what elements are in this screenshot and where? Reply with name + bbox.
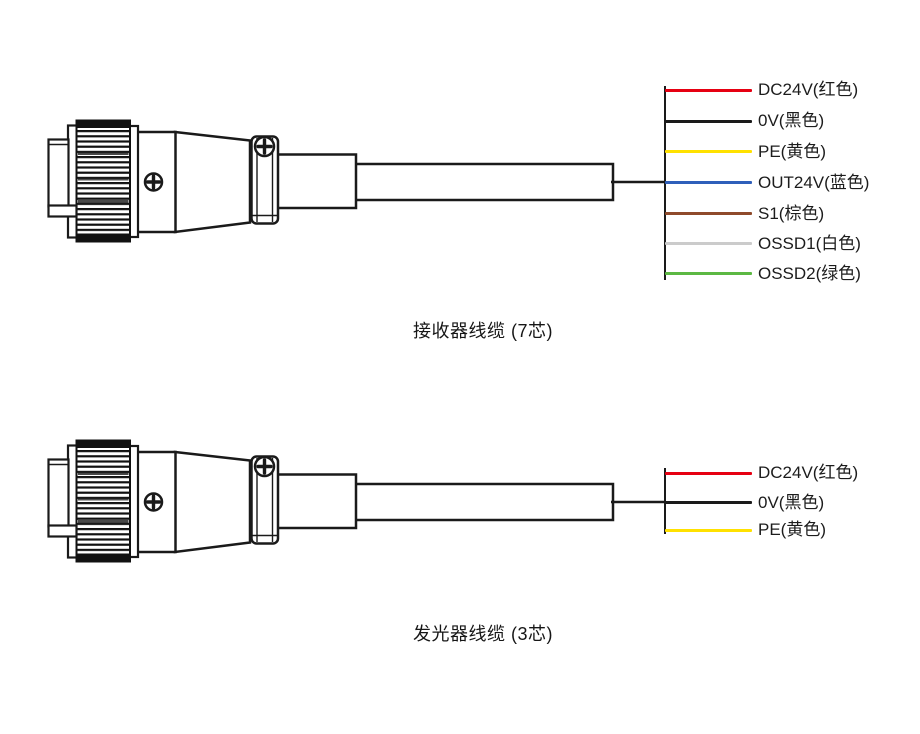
wire-label: PE(黄色) [758, 141, 826, 161]
wire-line [665, 212, 752, 215]
wire-label: OSSD1(白色) [758, 233, 861, 253]
wire-label: 0V(黑色) [758, 111, 825, 130]
wire-bus-line [663, 86, 666, 280]
wire-line [665, 501, 752, 504]
circular-connector-drawing [46, 438, 668, 564]
wire-line [665, 150, 752, 153]
wire-line [665, 242, 752, 245]
wire-line [665, 119, 752, 123]
wire-label: 0V(黑色) [758, 492, 825, 512]
wire-label: PE(黄色) [758, 520, 826, 539]
wire-label: OUT24V(蓝色) [758, 172, 870, 192]
wire-label: DC24V(红色) [758, 80, 859, 99]
wire-bus-line [663, 467, 666, 534]
wire-label: S1(棕色) [758, 203, 825, 223]
wire-label: OSSD2(绿色) [758, 263, 861, 283]
wire-line [665, 528, 752, 532]
diagram-caption-emitter: 发光器线缆 (3芯) [413, 624, 553, 644]
wire-line [665, 88, 752, 92]
wire-line [665, 272, 752, 275]
wire-line [665, 181, 752, 184]
diagram-caption-receiver: 接收器线缆 (7芯) [413, 321, 553, 341]
wire-line [665, 471, 752, 475]
wire-label: DC24V(红色) [758, 463, 859, 482]
